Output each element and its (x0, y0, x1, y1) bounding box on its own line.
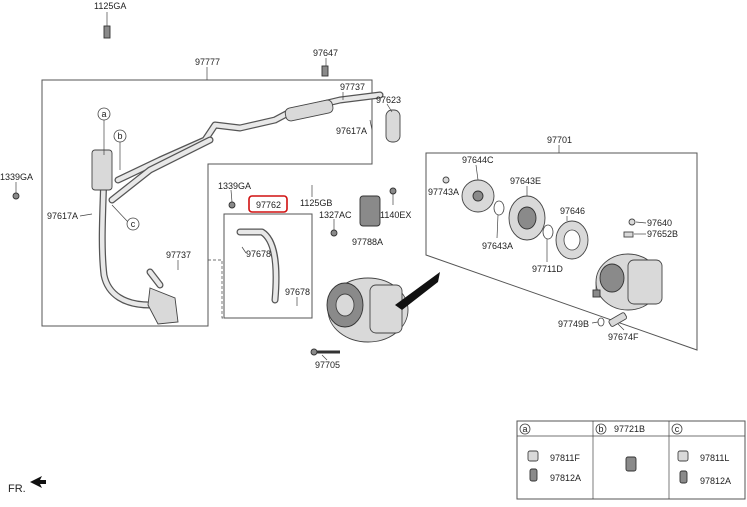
label-97623[interactable]: 97623 (376, 95, 401, 105)
screw-97640 (628, 218, 636, 226)
front-arrow-icon (30, 476, 46, 488)
hose-subassembly-frame (223, 213, 313, 319)
label-97678-lower[interactable]: 97678 (285, 287, 310, 297)
shim-ring (493, 200, 505, 216)
bolt-1140EX (389, 187, 397, 195)
sensor-bracket (359, 195, 381, 227)
label-97617A-left[interactable]: 97617A (47, 211, 78, 221)
legend-c-key (671, 423, 683, 435)
legend-c-part-0[interactable]: 97811L (700, 453, 729, 463)
bolt-97647 (321, 65, 329, 77)
bolt-1339GA-mid (228, 201, 236, 209)
label-97617A-right[interactable]: 97617A (336, 126, 367, 136)
label-97646[interactable]: 97646 (560, 206, 585, 216)
label-97701[interactable]: 97701 (547, 135, 572, 145)
label-97788A[interactable]: 97788A (352, 237, 383, 247)
legend-c-fitting (677, 450, 689, 462)
label-97749B[interactable]: 97749B (558, 319, 589, 329)
legend-b-switch (625, 456, 637, 472)
bolt-1125GA (103, 25, 111, 39)
legend-c-key-text: c (675, 424, 680, 434)
bolt-1327AC (330, 229, 338, 237)
legend-c-sensor (679, 470, 688, 484)
label-97737-mid[interactable]: 97737 (166, 250, 191, 260)
callout-c-text: c (131, 219, 136, 229)
front-direction-label: FR. (8, 483, 26, 495)
label-97777[interactable]: 97777 (195, 57, 220, 67)
label-97674F[interactable]: 97674F (608, 332, 639, 342)
label-1125GB[interactable]: 1125GB (300, 198, 332, 208)
label-1125GA-top[interactable]: 1125GA (94, 1, 126, 11)
label-1140EX[interactable]: 1140EX (380, 210, 411, 220)
legend-a-key (519, 423, 531, 435)
main-assembly-frame (41, 79, 373, 327)
callout-a-text: a (101, 109, 106, 119)
callout-a[interactable] (97, 107, 111, 121)
leader-lines (15, 12, 647, 361)
screw-97743A (442, 176, 450, 184)
label-1327AC[interactable]: 1327AC (319, 210, 352, 220)
legend-a-fitting (527, 450, 539, 462)
detail-pointer (395, 272, 440, 310)
callout-b[interactable] (113, 129, 127, 143)
compressor-assembly (326, 277, 409, 343)
label-97640[interactable]: 97640 (647, 218, 672, 228)
pipe-muffler (284, 99, 334, 122)
label-97652B[interactable]: 97652B (647, 229, 678, 239)
clutch-plate (461, 179, 495, 213)
harness-connector (592, 289, 601, 298)
legend-c-part-1[interactable]: 97812A (700, 476, 731, 486)
legend-b-key-text: b (598, 424, 603, 434)
highlight-box-97762 (248, 195, 288, 213)
callout-c[interactable] (126, 217, 140, 231)
pulley (508, 195, 546, 241)
label-97643E[interactable]: 97643E (510, 176, 541, 186)
label-97643A[interactable]: 97643A (482, 241, 513, 251)
relief-valve-oring (597, 317, 605, 327)
screw-97652B (623, 231, 634, 238)
field-coil (555, 220, 589, 260)
label-1339GA-mid[interactable]: 1339GA (218, 181, 251, 191)
label-1339GA-left[interactable]: 1339GA (0, 172, 33, 182)
label-97737-top[interactable]: 97737 (340, 82, 365, 92)
snap-ring (542, 224, 554, 240)
label-97678-upper[interactable]: 97678 (246, 249, 271, 259)
receiver-drier (385, 109, 401, 143)
label-97647[interactable]: 97647 (313, 48, 338, 58)
compressor-detail-frame (425, 152, 698, 351)
legend-b-part-0[interactable]: 97721B (614, 424, 645, 434)
label-97711D[interactable]: 97711D (532, 264, 563, 274)
legend-table: a b 97721B c 97811F 97812A 97811L 97812A (516, 420, 746, 500)
label-97644C[interactable]: 97644C (462, 155, 494, 165)
legend-b-key (595, 423, 607, 435)
legend-a-part-0[interactable]: 97811F (550, 453, 580, 463)
callout-b-text: b (117, 131, 122, 141)
label-97705[interactable]: 97705 (315, 360, 340, 370)
relief-valve (608, 312, 628, 327)
legend-a-sensor (529, 468, 538, 482)
suction-hose-fitting (147, 287, 179, 325)
legend-a-key-text: a (522, 424, 527, 434)
bolt-1339GA-left (12, 192, 20, 200)
label-97762[interactable]: 97762 (256, 200, 281, 210)
legend-a-part-1[interactable]: 97812A (550, 473, 581, 483)
pipe-manifold-block (91, 149, 113, 191)
label-97743A[interactable]: 97743A (428, 187, 459, 197)
compressor-body (595, 253, 663, 311)
